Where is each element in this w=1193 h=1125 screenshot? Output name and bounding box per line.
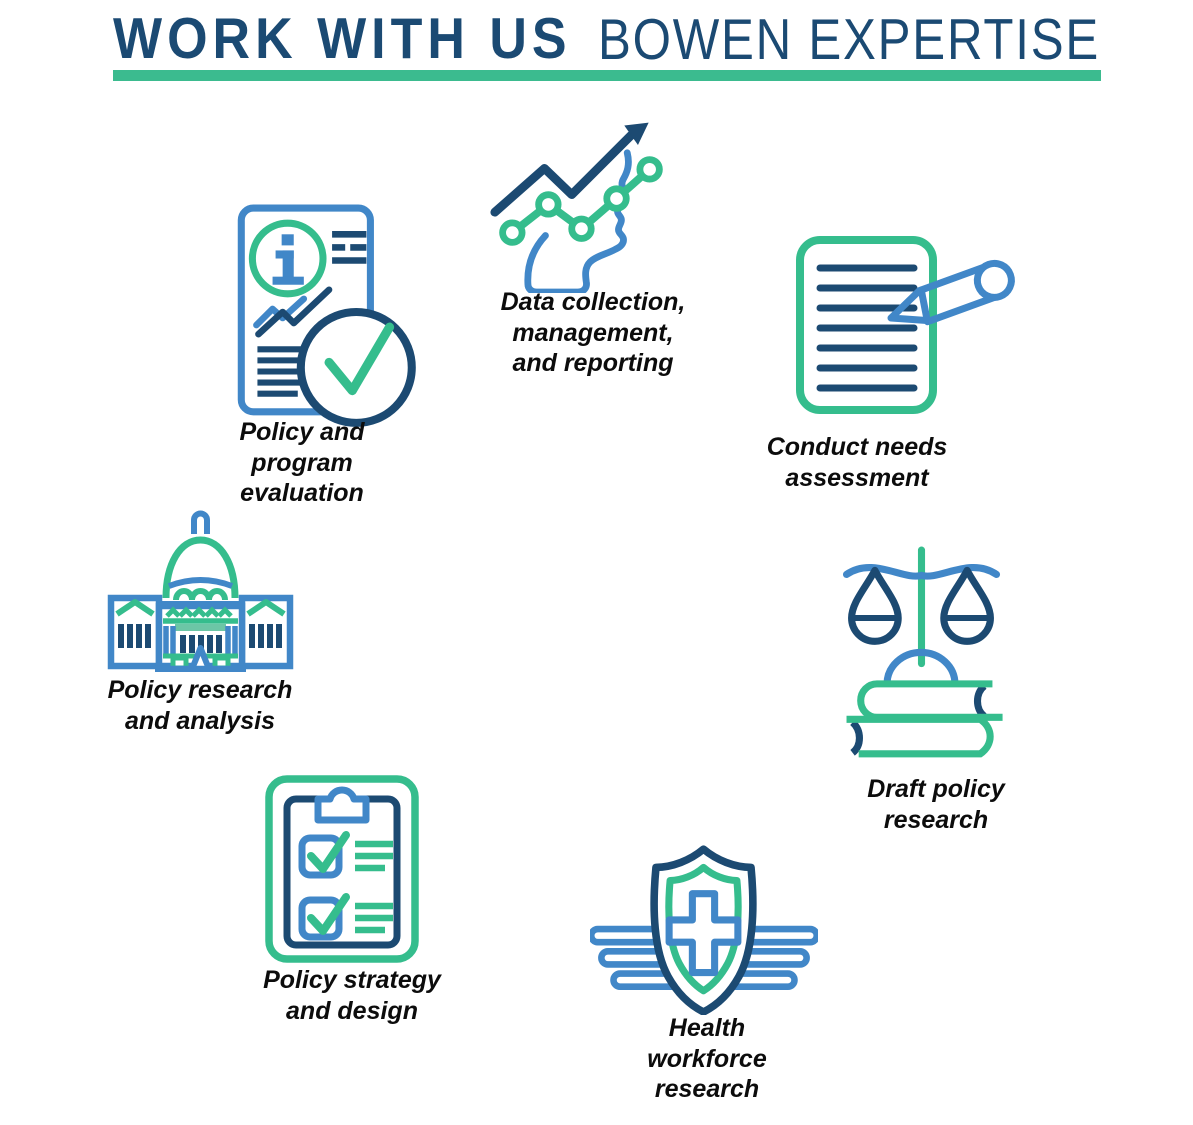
title-work-with-us: WORK WITH US <box>113 7 572 72</box>
item-label-conduct-needs-assessment: Conduct needs assessment <box>766 433 948 492</box>
page-title: WORK WITH US BOWEN EXPERTISE <box>113 6 1168 72</box>
clipboard-checklist-icon <box>262 762 422 965</box>
item-label-health-workforce-research: Health workforce research <box>647 1014 767 1103</box>
item-label-policy-strategy-design: Policy strategy and design <box>263 966 441 1025</box>
scales-books-icon <box>832 542 1010 770</box>
item-label-data-collection: Data collection, management, and reporti… <box>500 288 686 377</box>
accent-bar <box>113 70 1101 81</box>
item-label-policy-program-evaluation: Policy and program evaluation <box>239 418 365 507</box>
report-checkmark-icon <box>227 200 419 430</box>
head-analytics-icon <box>483 108 678 293</box>
item-label-draft-policy-research: Draft policy research <box>867 775 1005 834</box>
item-label-policy-research-analysis: Policy research and analysis <box>107 676 293 735</box>
shield-cross-wings-icon <box>590 835 818 1015</box>
title-bowen-expertise: BOWEN EXPERTISE <box>597 6 1100 72</box>
capitol-building-icon <box>103 500 298 672</box>
document-pencil-icon <box>788 232 1033 417</box>
